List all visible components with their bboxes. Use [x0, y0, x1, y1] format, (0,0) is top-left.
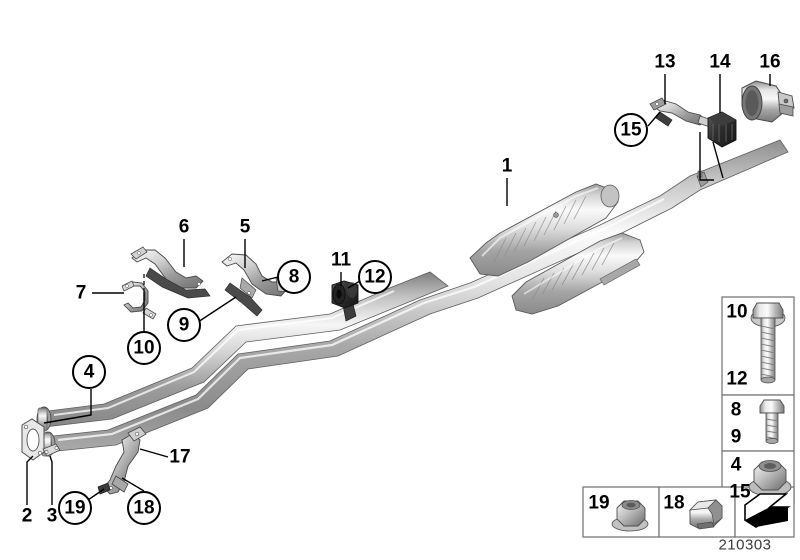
callout-circle-10: 10 [127, 331, 161, 365]
callout-label-1: 1 [501, 155, 513, 177]
catalytic-converter-upper [469, 183, 620, 277]
legend-num-9: 9 [730, 426, 742, 448]
legend-num-8: 8 [730, 399, 742, 421]
callout-label-5: 5 [239, 216, 251, 238]
legend-icon-flange-nut [748, 460, 792, 497]
callout-circle-19: 19 [58, 491, 92, 525]
legend-num-18: 18 [663, 492, 685, 514]
legend-num-10: 10 [726, 301, 748, 323]
exhaust-pipe-clamp-part [741, 80, 795, 123]
callout-label-8: 8 [288, 266, 300, 288]
callout-circle-18: 18 [127, 491, 161, 525]
leader-lines [26, 74, 771, 505]
legend-num-4: 4 [730, 454, 742, 476]
legend-num-12: 12 [726, 368, 748, 390]
callout-label-6: 6 [178, 216, 190, 238]
callout-label-7: 7 [75, 282, 87, 304]
callout-label-18: 18 [133, 497, 155, 519]
callout-label-11: 11 [330, 249, 352, 271]
callout-label-16: 16 [759, 51, 781, 73]
callout-circle-8: 8 [277, 260, 311, 294]
callout-label-14: 14 [709, 51, 731, 73]
exhaust-hanger-bracket-part [649, 97, 713, 128]
legend-num-15: 15 [729, 481, 751, 503]
legend-icon-small-flange-nut [611, 500, 649, 532]
callout-label-4: 4 [83, 361, 95, 383]
callout-circle-9: 9 [167, 308, 201, 342]
catalytic-converter-lower [511, 232, 645, 315]
callout-label-17: 17 [169, 446, 191, 468]
pipe-clamp-bracket-part [121, 280, 157, 320]
legend-num-19: 19 [588, 492, 610, 514]
diagram-id-text: 210303 [718, 536, 772, 554]
legend-icon-spring-clip [689, 499, 723, 530]
callout-circle-15: 15 [614, 113, 648, 147]
callout-label-19: 19 [64, 497, 86, 519]
rear-exhaust-pipe [43, 139, 789, 453]
callout-label-10: 10 [133, 337, 155, 359]
retaining-clip-part [42, 443, 61, 457]
callout-label-15: 15 [620, 119, 642, 141]
legend-icon-direction-arrow [744, 493, 791, 528]
leader-line-dashes [43, 274, 145, 424]
rubber-bushing-part [331, 280, 359, 309]
legend-icon-short-flange-bolt [759, 399, 785, 444]
callout-label-12: 12 [364, 266, 386, 288]
bracket-upper-left-part [130, 246, 211, 299]
callout-label-3: 3 [46, 505, 58, 527]
flange-gasket-part [21, 418, 45, 461]
callout-circle-4: 4 [72, 355, 106, 389]
support-bracket-part [97, 426, 147, 495]
callout-circle-12: 12 [358, 260, 392, 294]
callout-label-13: 13 [654, 51, 676, 73]
rubber-mount-part [707, 111, 737, 148]
exhaust-main-assembly [36, 139, 789, 457]
callout-label-9: 9 [178, 314, 190, 336]
legend-icon-long-flange-bolt [750, 302, 786, 384]
callout-label-2: 2 [21, 505, 33, 527]
